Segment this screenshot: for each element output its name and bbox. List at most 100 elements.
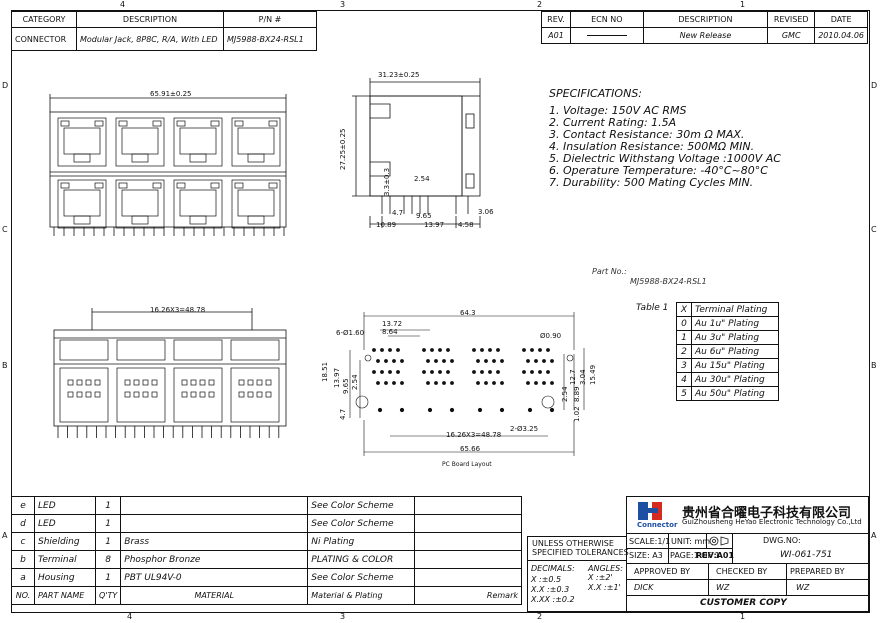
plating-x-0: 0 [676,316,692,331]
pcb-pin-hole [480,370,484,374]
rear-lower-block [230,367,280,423]
pcb-mount-hole-large [355,395,369,409]
zone-bottom-3: 3 [340,612,346,621]
dim-pcb-2-54b: 2.54 [561,386,569,402]
rev-value: A01 [541,27,571,44]
pcb-mount-hole [364,354,372,362]
dim-pcb-1-02: 1.02 [573,406,581,422]
rear-terminal [124,391,131,398]
pcb-pin-hole [384,359,388,363]
pcb-pin-hole [550,381,554,385]
bom-plating: Ni Plating [307,532,416,551]
rear-terminal [76,391,83,398]
rear-terminal [133,391,140,398]
bom-col-qty: Q'TY [94,586,122,605]
bom-part: LED [34,496,96,515]
rev-col-revised: REVISED [767,11,816,28]
bom-material: Phosphor Bronze [120,550,309,569]
pcb-led-hole [399,407,405,413]
bom-no: a [11,568,35,587]
rear-terminal [76,379,83,386]
bom-remark [414,496,522,515]
pcb-led-hole [477,407,483,413]
led-window [152,120,162,127]
rear-terminal [238,379,245,386]
pcb-led-hole [449,407,455,413]
header-table: CATEGORY DESCRIPTION P/N # CONNECTOR Mod… [11,11,317,51]
rj45-port [231,179,281,229]
rev-revised-value: GMC [767,27,816,44]
dim-pcb-13-97: 13.97 [333,367,341,388]
led-window [118,182,128,189]
led-window [60,182,70,189]
led-window [176,120,186,127]
dim-pcb-3-04: 3.04 [579,369,587,385]
pcb-pin-hole [450,381,454,385]
rear-terminal [208,391,215,398]
part-no-label: Part No.: [592,267,627,276]
dim-pcb-18-51: 18.51 [321,361,329,382]
bom-col-no: NO. [11,586,35,605]
pcb-caption: PC Board Layout [442,461,492,468]
led-window [118,120,128,127]
plating-value-4: Au 30u" Plating [691,372,779,387]
pcb-pin-hole [488,370,492,374]
rear-terminal [238,391,245,398]
plating-col-terminal: Terminal Plating [691,302,779,317]
zone-left-c: C [2,225,8,234]
bom-no: b [11,550,35,569]
dim-pcb-9-65: 9.65 [342,378,350,394]
pcb-pin-hole [396,348,400,352]
pcb-pin-hole [372,370,376,374]
pcb-pin-hole [476,381,480,385]
title-divider-3 [626,563,868,564]
dim-pcb-6-hole: 6-Ø1.60 [336,329,365,337]
pcb-pin-hole [496,370,500,374]
dwg-no: WI-061-751 [780,550,833,560]
approved-by-label: APPROVED BY [634,567,691,576]
led-window [268,182,278,189]
rj45-cavity [179,127,217,155]
bom-col-part: PART NAME [34,586,96,605]
pcb-pin-hole [396,370,400,374]
pcb-pin-hole [488,348,492,352]
plating-value-0: Au 1u" Plating [691,316,779,331]
rear-terminal [208,379,215,386]
plating-col-x: X [676,302,692,317]
pcb-led-hole [527,407,533,413]
revision-table: REV. ECN NO DESCRIPTION REVISED DATE A01… [541,11,868,44]
zone-left-d: D [2,81,9,90]
rj45-latch [131,153,149,163]
rev-col-date: DATE [814,11,868,28]
dwg-label: DWG.NO: [763,536,801,545]
pcb-pin-hole [380,348,384,352]
plating-value-2: Au 6u" Plating [691,344,779,359]
rear-terminal [151,379,158,386]
pcb-pin-hole [546,348,550,352]
bom-col-material: MATERIAL [120,586,309,605]
pcb-pin-hole [446,370,450,374]
rj45-port [115,117,165,167]
rear-terminal [247,391,254,398]
spec-item-5: 5. Dielectric Withstang Voltage :1000V A… [549,152,781,165]
bom-material: Brass [120,532,309,551]
pcb-pin-hole [522,348,526,352]
bom-remark [414,532,522,551]
checked-by-label: CHECKED BY [716,567,768,576]
dim-pcb-0-90: Ø0.90 [540,332,562,340]
rj45-port [231,117,281,167]
size: SIZE: A3 [629,551,663,560]
bom-row: e LED 1 See Color Scheme [11,496,522,515]
rear-terminal [94,391,101,398]
pcb-pin-hole [384,381,388,385]
rear-terminal [190,391,197,398]
pcb-pin-hole [400,381,404,385]
part-no-value: MJ5988-BX24-RSL1 [630,277,707,286]
plating-x-2: 2 [676,344,692,359]
unit: UNIT: mm [671,537,711,546]
pcb-led-hole [427,407,433,413]
bom-qty: 8 [94,550,122,569]
tolerance-dec-1: X :±0.5 [531,575,562,584]
dim-pcb-4-7: 4.7 [339,408,347,420]
plating-x-4: 4 [676,372,692,387]
